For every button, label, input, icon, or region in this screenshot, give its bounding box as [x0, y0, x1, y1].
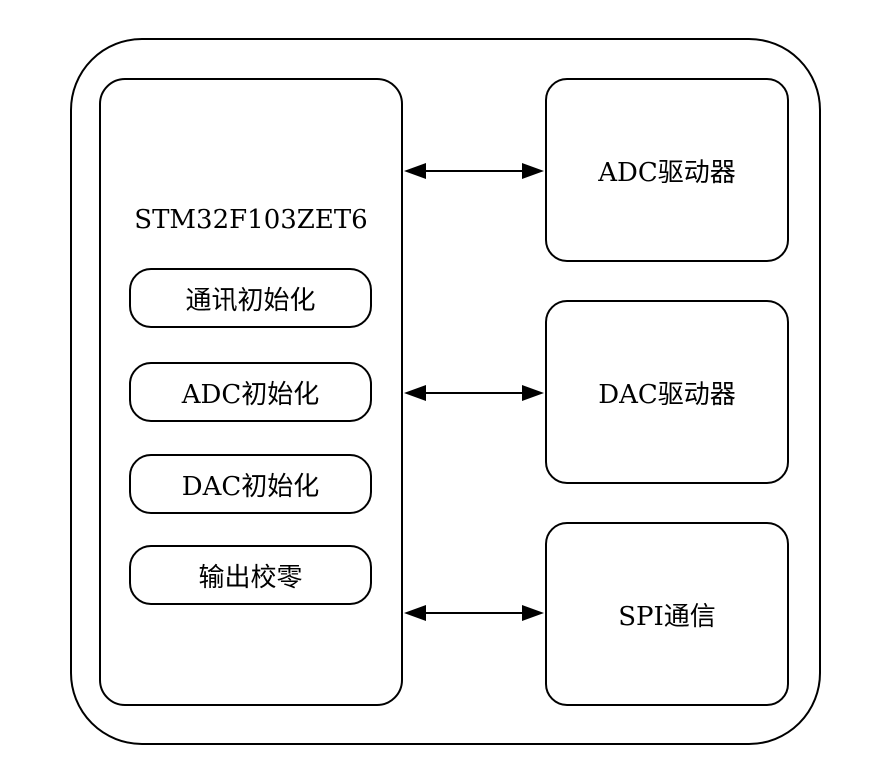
adc-driver-block: ADC驱动器: [545, 78, 789, 262]
mcu-title: STM32F103ZET6: [134, 205, 368, 235]
function-adc-init: ADC初始化: [129, 362, 372, 422]
spi-comm-block: SPI通信: [545, 522, 789, 706]
dac-driver-block: DAC驱动器: [545, 300, 789, 484]
function-output-zero: 输出校零: [129, 545, 372, 605]
function-comm-init: 通讯初始化: [129, 268, 372, 328]
function-dac-init: DAC初始化: [129, 454, 372, 514]
